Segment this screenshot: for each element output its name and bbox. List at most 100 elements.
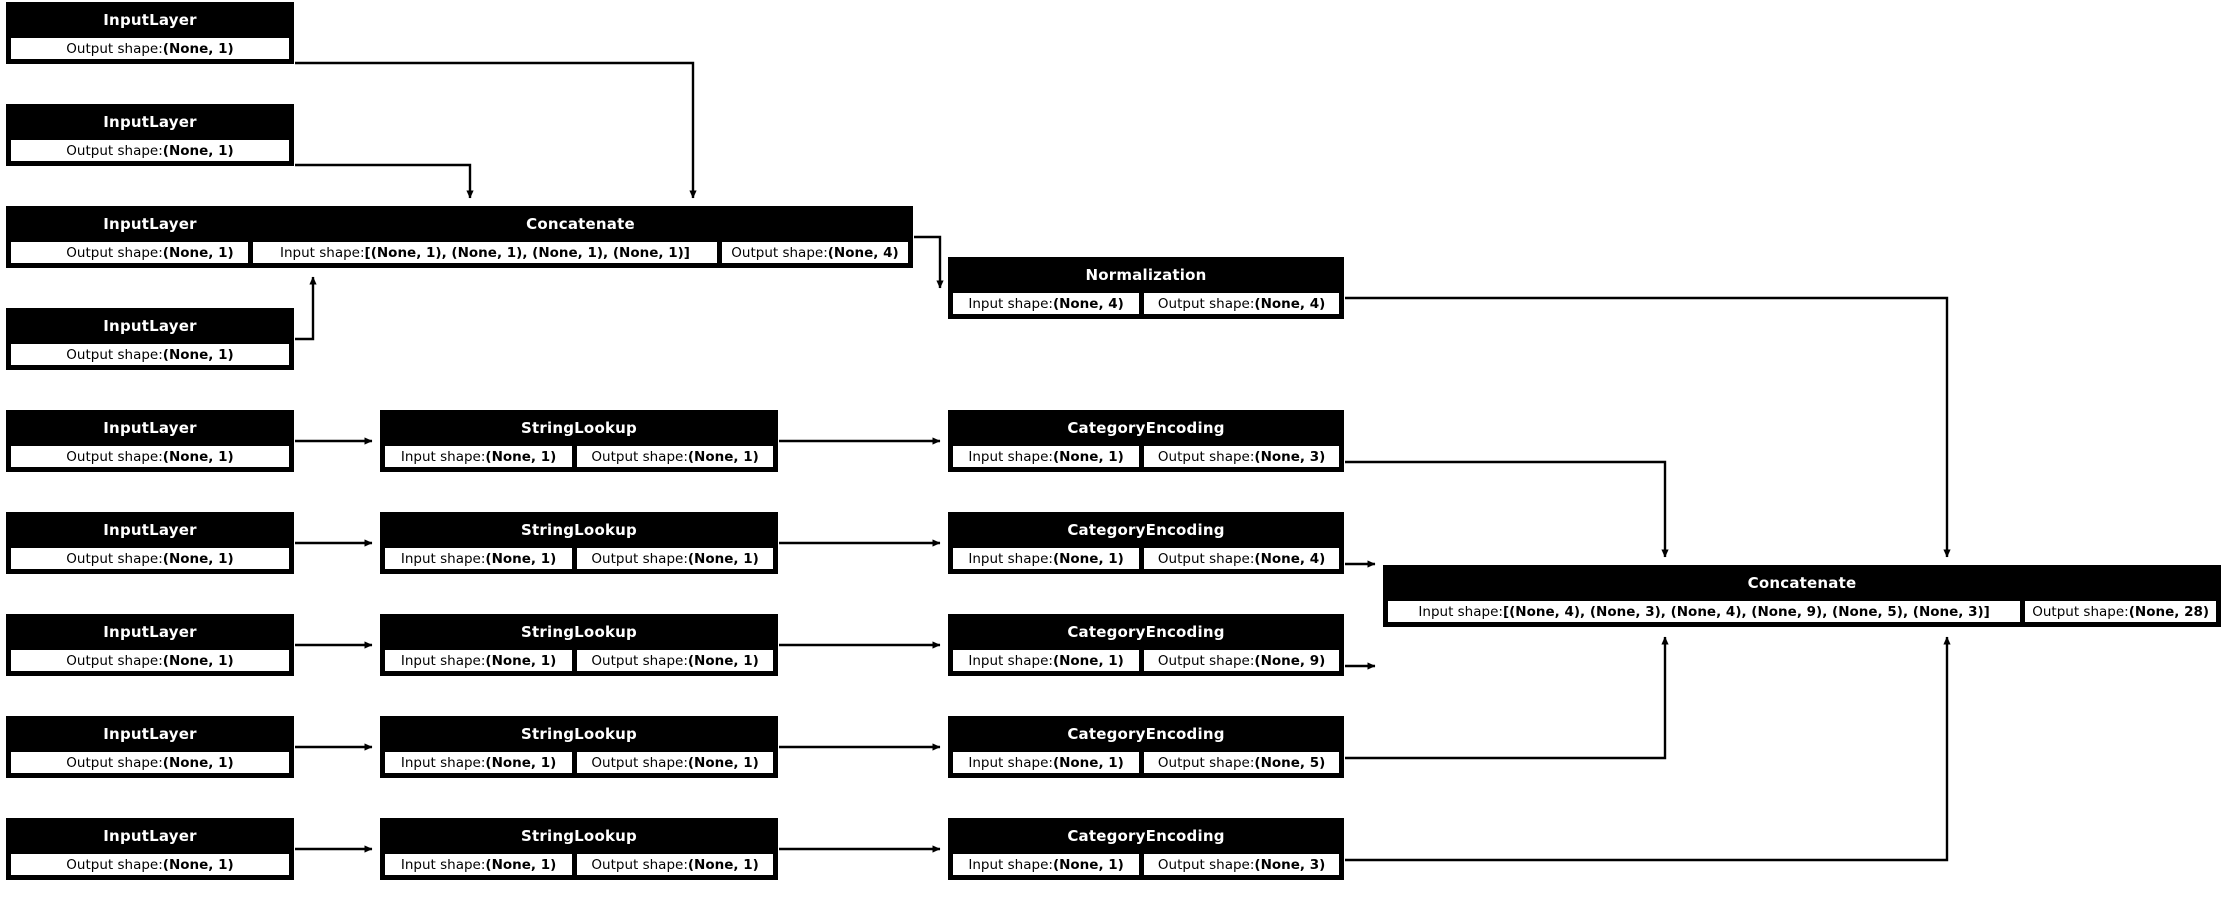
cell-value: (None, 1) [162, 346, 234, 363]
node-cell-categoryencoding_3-0: Input shape: (None, 1) [952, 649, 1141, 672]
cell-value: (None, 1) [162, 448, 234, 465]
edge-input_4-to-concat_numeric [295, 276, 317, 341]
node-cell-categoryencoding_5-1: Output shape: (None, 3) [1143, 853, 1340, 876]
cell-label: Output shape: [1157, 856, 1255, 873]
cell-value: (None, 1) [162, 856, 234, 873]
node-body-input_1: Output shape: (None, 1) [8, 35, 292, 62]
cell-label: Output shape: [591, 652, 688, 669]
node-body-categoryencoding_2: Input shape: (None, 1)Output shape: (Non… [950, 545, 1342, 572]
node-title-categoryencoding_4: CategoryEncoding [950, 718, 1342, 749]
node-cell-input_1-0: Output shape: (None, 1) [10, 37, 290, 60]
node-cell-stringlookup_1-1: Output shape: (None, 1) [576, 445, 774, 468]
cell-value: (None, 1) [687, 856, 759, 873]
cell-label: Input shape: [968, 550, 1053, 567]
cell-value: (None, 1) [1052, 448, 1124, 465]
node-cell-stringlookup_4-1: Output shape: (None, 1) [576, 751, 774, 774]
node-body-categoryencoding_4: Input shape: (None, 1)Output shape: (Non… [950, 749, 1342, 776]
node-body-input_2: Output shape: (None, 1) [8, 137, 292, 164]
node-title-input_9: InputLayer [8, 820, 292, 851]
cell-label: Output shape: [591, 856, 688, 873]
cell-value: (None, 1) [1052, 550, 1124, 567]
node-cell-categoryencoding_1-0: Input shape: (None, 1) [952, 445, 1141, 468]
node-body-stringlookup_2: Input shape: (None, 1)Output shape: (Non… [382, 545, 776, 572]
cell-value: (None, 1) [687, 754, 759, 771]
cell-value: (None, 1) [162, 142, 234, 159]
node-title-stringlookup_5: StringLookup [382, 820, 776, 851]
cell-value: (None, 1) [162, 652, 234, 669]
cell-value: (None, 1) [485, 550, 557, 567]
node-title-stringlookup_4: StringLookup [382, 718, 776, 749]
node-cell-concat_final-1: Output shape: (None, 28) [2024, 600, 2217, 623]
cell-value: (None, 5) [1254, 754, 1326, 771]
node-cell-categoryencoding_5-0: Input shape: (None, 1) [952, 853, 1141, 876]
node-body-input_7: Output shape: (None, 1) [8, 647, 292, 674]
node-title-input_6: InputLayer [8, 514, 292, 545]
node-cell-categoryencoding_4-0: Input shape: (None, 1) [952, 751, 1141, 774]
node-title-input_5: InputLayer [8, 412, 292, 443]
cell-label: Output shape: [66, 652, 163, 669]
edge-input_2-to-concat_numeric [295, 163, 474, 199]
node-cell-stringlookup_5-0: Input shape: (None, 1) [384, 853, 574, 876]
node-cell-concat_numeric-1: Output shape: (None, 4) [720, 241, 909, 264]
node-body-stringlookup_3: Input shape: (None, 1)Output shape: (Non… [382, 647, 776, 674]
node-cell-input_5-0: Output shape: (None, 1) [10, 445, 290, 468]
node-cell-categoryencoding_3-1: Output shape: (None, 9) [1143, 649, 1340, 672]
cell-label: Input shape: [968, 652, 1053, 669]
node-cell-stringlookup_4-0: Input shape: (None, 1) [384, 751, 574, 774]
node-cell-stringlookup_2-1: Output shape: (None, 1) [576, 547, 774, 570]
node-cell-stringlookup_5-1: Output shape: (None, 1) [576, 853, 774, 876]
cell-label: Input shape: [400, 448, 486, 465]
node-body-input_4: Output shape: (None, 1) [8, 341, 292, 368]
node-title-concat_numeric: Concatenate [250, 208, 911, 239]
node-cell-categoryencoding_1-1: Output shape: (None, 3) [1143, 445, 1340, 468]
node-title-categoryencoding_2: CategoryEncoding [950, 514, 1342, 545]
cell-label: Output shape: [2032, 603, 2129, 620]
cell-label: Input shape: [1418, 603, 1503, 620]
node-body-categoryencoding_3: Input shape: (None, 1)Output shape: (Non… [950, 647, 1342, 674]
edge-categoryencoding_1-to-concat_final [1345, 460, 1669, 558]
cell-value: (None, 1) [162, 244, 234, 261]
node-cell-stringlookup_2-0: Input shape: (None, 1) [384, 547, 574, 570]
edge-categoryencoding_4-to-concat_final [1345, 636, 1669, 760]
cell-value: (None, 1) [1052, 754, 1124, 771]
cell-label: Output shape: [591, 754, 688, 771]
cell-value: (None, 1) [485, 754, 557, 771]
cell-value: (None, 1) [485, 652, 557, 669]
node-cell-categoryencoding_2-0: Input shape: (None, 1) [952, 547, 1141, 570]
edge-categoryencoding_5-to-concat_final [1345, 636, 1951, 862]
node-title-input_1: InputLayer [8, 4, 292, 35]
node-cell-input_3-0: Output shape: (None, 1) [10, 241, 290, 264]
cell-value: (None, 1) [162, 754, 234, 771]
cell-value: (None, 1) [1052, 856, 1124, 873]
node-cell-stringlookup_3-1: Output shape: (None, 1) [576, 649, 774, 672]
node-cell-input_7-0: Output shape: (None, 1) [10, 649, 290, 672]
node-title-stringlookup_2: StringLookup [382, 514, 776, 545]
edge-concat_numeric-to-normalization [914, 235, 944, 289]
cell-label: Input shape: [968, 754, 1053, 771]
cell-value: (None, 3) [1254, 448, 1326, 465]
node-cell-categoryencoding_2-1: Output shape: (None, 4) [1143, 547, 1340, 570]
cell-label: Output shape: [66, 244, 163, 261]
